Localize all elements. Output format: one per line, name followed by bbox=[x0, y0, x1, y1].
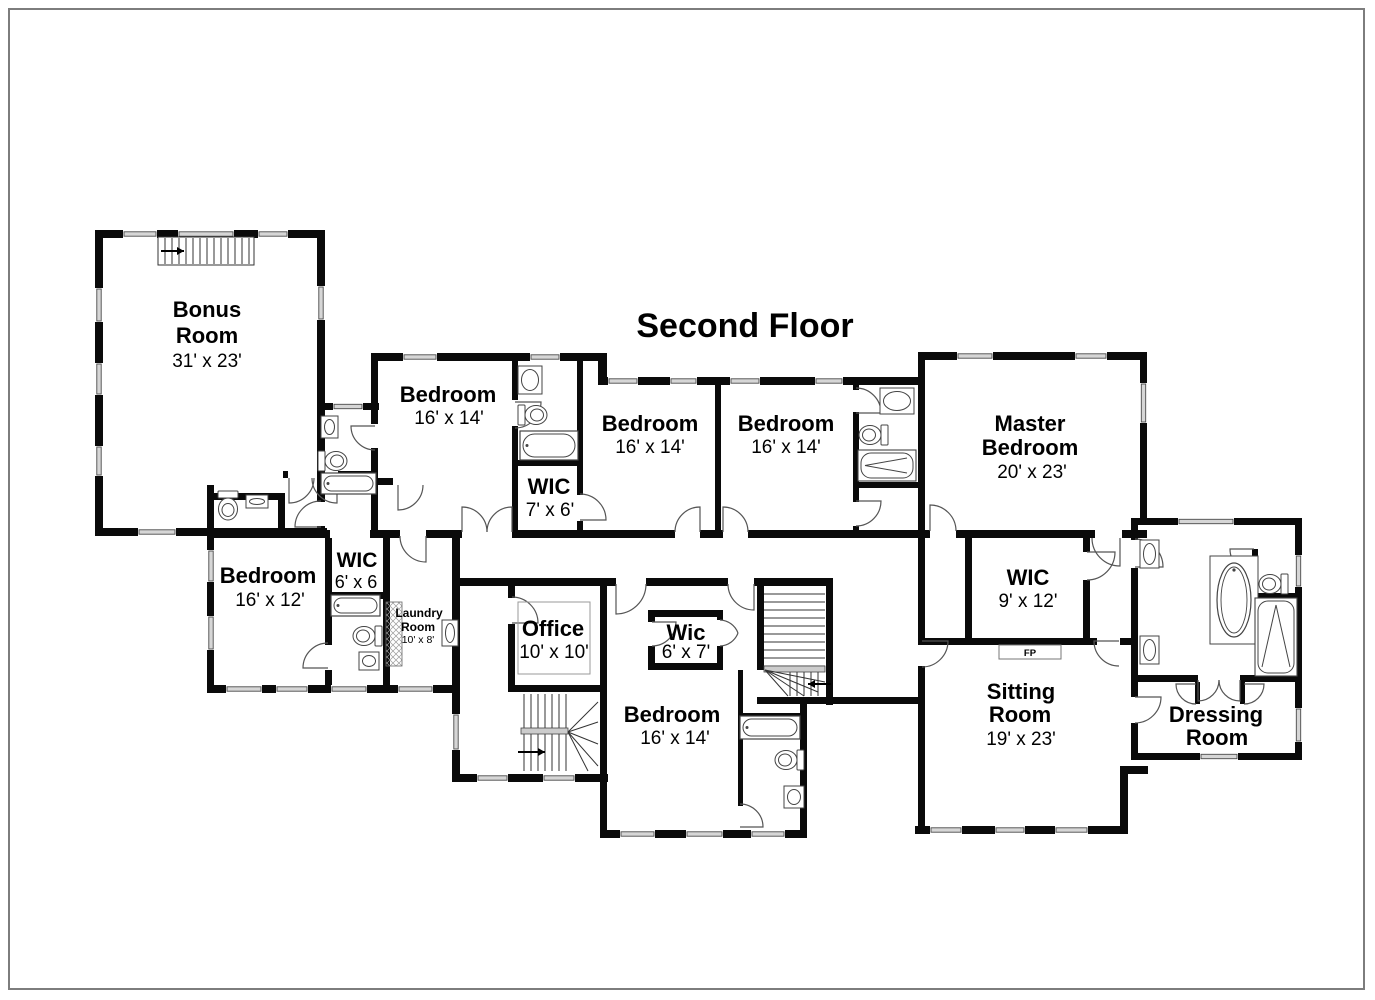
room-label-bonus-name2: Room bbox=[176, 323, 238, 348]
room-label-bedroom-left-dims: 16' x 12' bbox=[235, 590, 305, 611]
room-label-laundry-dims: 10' x 8' bbox=[402, 634, 435, 646]
room-label-master-name1: Master bbox=[995, 411, 1066, 436]
room-label-wic-left-name: WIC bbox=[337, 549, 378, 572]
room-label-office-dims: 10' x 10' bbox=[519, 642, 589, 663]
room-label-sitting-name1: Sitting bbox=[987, 679, 1055, 704]
room-label-laundry-name1: Laundry bbox=[395, 606, 443, 620]
room-label-office-name: Office bbox=[522, 616, 584, 641]
room-label-sitting-name2: Room bbox=[989, 702, 1051, 727]
floor-title: Second Floor bbox=[636, 307, 853, 345]
room-label-master-wic-name: WIC bbox=[1007, 565, 1050, 590]
room-label-master-name2: Bedroom bbox=[982, 435, 1079, 460]
room-label-bedroom-bottom-dims: 16' x 14' bbox=[640, 728, 710, 749]
fireplace-label: FP bbox=[1024, 648, 1037, 659]
room-label-bedroom-bottom-name: Bedroom bbox=[624, 702, 721, 727]
room-label-bedroom-top-right-name: Bedroom bbox=[738, 411, 835, 436]
room-label-sitting-dims: 19' x 23' bbox=[986, 729, 1056, 750]
room-label-bedroom-top-middle-name: Bedroom bbox=[602, 411, 699, 436]
room-label-wic-top-dims: 7' x 6' bbox=[526, 500, 574, 521]
room-label-bedroom-left-name: Bedroom bbox=[220, 563, 317, 588]
room-label-bedroom-top-middle-dims: 16' x 14' bbox=[615, 437, 685, 458]
room-label-bedroom-top-left-name: Bedroom bbox=[400, 382, 497, 407]
room-label-wic-left-dims: 6' x 6 bbox=[335, 572, 377, 592]
image-border bbox=[8, 8, 1365, 990]
room-label-master-wic-dims: 9' x 12' bbox=[998, 591, 1057, 612]
room-label-wic-center-dims: 6' x 7' bbox=[662, 642, 710, 663]
room-label-bonus-name1: Bonus bbox=[173, 297, 241, 322]
room-label-master-dims: 20' x 23' bbox=[997, 462, 1067, 483]
room-label-wic-top-name: WIC bbox=[528, 474, 571, 499]
room-label-bedroom-top-right-dims: 16' x 14' bbox=[751, 437, 821, 458]
room-label-wic-center-name: Wic bbox=[667, 620, 706, 645]
room-label-dressing-name1: Dressing bbox=[1169, 702, 1263, 727]
room-label-laundry-name2: Room bbox=[401, 620, 435, 634]
room-label-bedroom-top-left-dims: 16' x 14' bbox=[414, 408, 484, 429]
room-label-bonus-dims: 31' x 23' bbox=[172, 351, 242, 372]
room-label-dressing-name2: Room bbox=[1186, 725, 1248, 750]
floor-plan-labels: Second Floor Bonus Room 31' x 23' Bedroo… bbox=[172, 297, 1263, 750]
floor-plan-drawing bbox=[95, 230, 1302, 838]
